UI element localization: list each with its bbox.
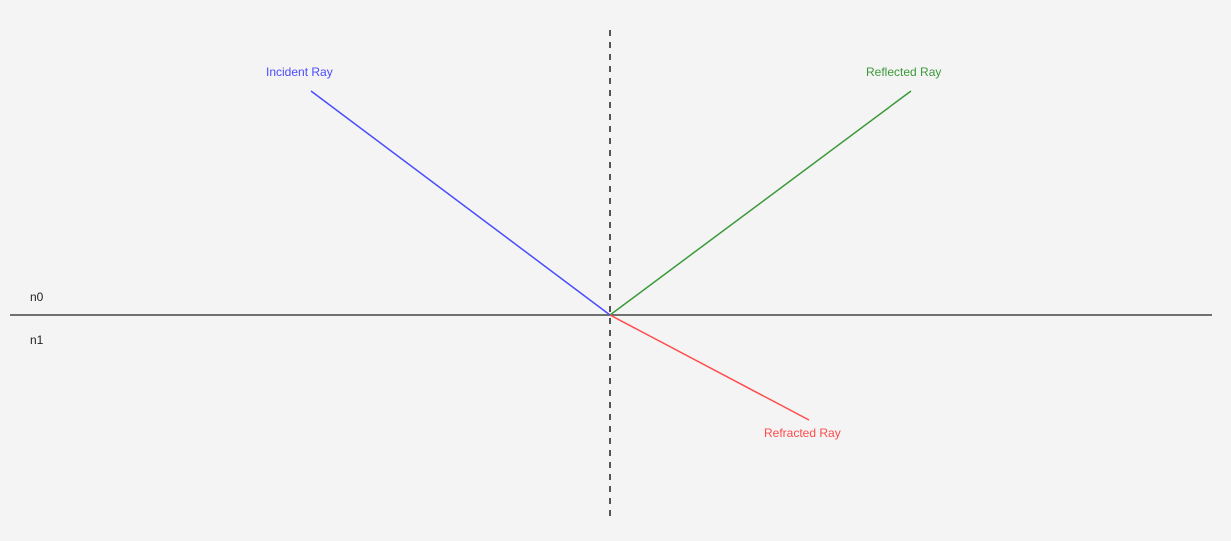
reflected-ray-label: Reflected Ray <box>866 65 941 79</box>
incident-ray <box>310 90 611 316</box>
reflected-ray <box>609 90 912 316</box>
refracted-ray-label: Refracted Ray <box>764 426 841 440</box>
medium-upper-label: n0 <box>30 290 44 304</box>
refracted-ray <box>609 314 810 421</box>
medium-lower-label: n1 <box>30 333 44 347</box>
incident-ray-label: Incident Ray <box>266 65 333 79</box>
